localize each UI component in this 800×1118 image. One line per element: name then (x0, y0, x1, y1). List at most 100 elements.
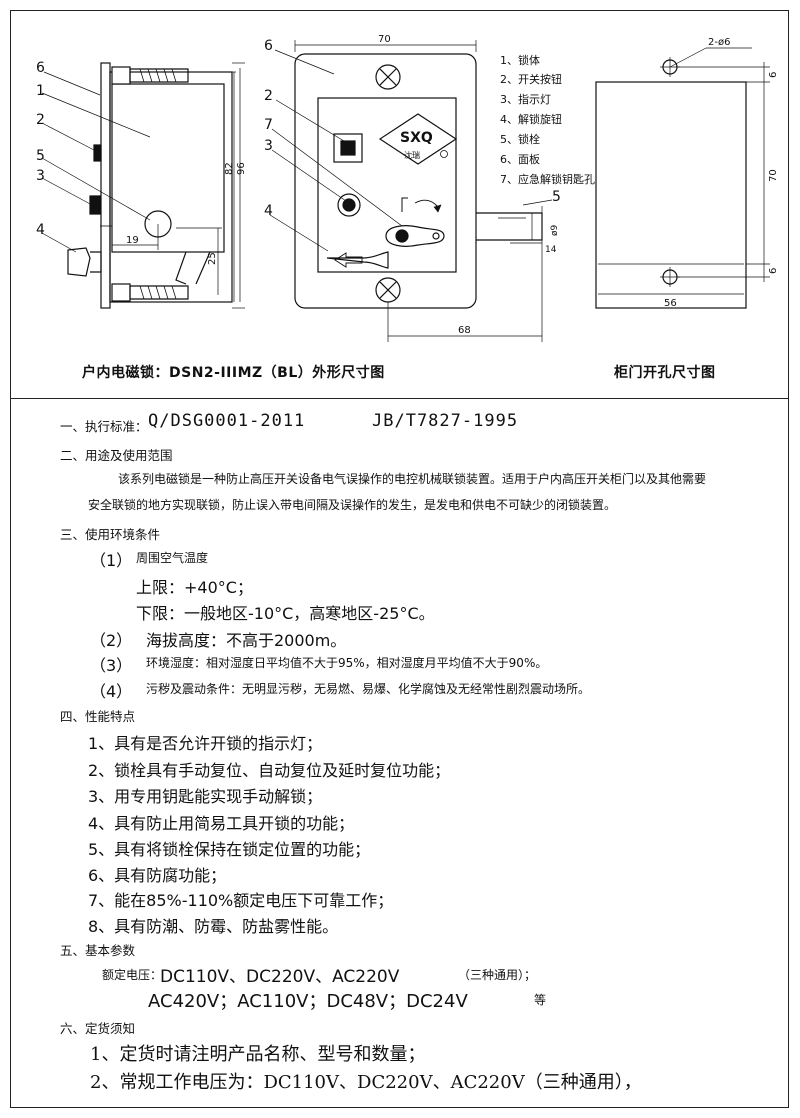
side-knob-shaft (90, 251, 102, 273)
front-dim-70: 70 (378, 34, 391, 45)
front-indicator (342, 198, 356, 212)
env-3-text: 环境湿度：相对湿度日平均值不大于95%，相对湿度月平均值不大于90%。 (146, 656, 548, 670)
logo-text: SXQ (400, 130, 433, 146)
logo-diamond (378, 113, 458, 165)
env-1-number: （1） (90, 551, 133, 570)
feature-item-8: 8、具有防潮、防霉、防盐雾性能。 (88, 917, 339, 936)
side-indicator (89, 195, 101, 215)
order-note-1: 1、定货时请注明产品名称、型号和数量； (90, 1044, 426, 1065)
legend-item-5: 5、锁栓 (500, 132, 540, 146)
section-2-paragraph-line-2: 安全联锁的地方实现联锁，防止误入带电间隔及误操作的发生，是发电和供电不可缺少的闭… (88, 498, 617, 512)
cutout-view (595, 47, 770, 309)
side-bracket (175, 251, 187, 285)
feature-item-5: 5、具有将锁栓保持在锁定位置的功能； (88, 840, 371, 859)
legend-item-3: 3、指示灯 (500, 92, 551, 106)
legend-item-4: 4、解锁旋钮 (500, 112, 562, 126)
side-panel-plate (100, 62, 111, 309)
front-dim-phi9: ø9 (550, 224, 560, 236)
section-3-label: 三、使用环境条件 (60, 527, 161, 542)
env-2-number: （2） (90, 631, 133, 650)
front-panel (294, 53, 477, 309)
section-2-label: 二、用途及使用范围 (60, 448, 173, 463)
front-callout-6: 6 (264, 38, 273, 54)
logo-subtext: 沈瑞 (404, 150, 420, 160)
side-bottom-screw-shaft (129, 285, 189, 300)
side-view (41, 62, 245, 309)
front-callout-7: 7 (264, 117, 273, 133)
front-callout-2: 2 (264, 88, 273, 104)
cutout-dim-6-bottom: 6 (768, 268, 779, 274)
front-indicator-ring (337, 193, 361, 217)
side-callout-3: 3 (36, 168, 45, 184)
front-arrow-icon (334, 252, 363, 268)
front-keyhole-plate (385, 225, 445, 247)
front-keyhole (395, 229, 409, 243)
side-bottom-screw-head (111, 283, 131, 302)
logo-registered-mark (440, 150, 448, 158)
section-divider (10, 398, 789, 399)
cutout-dim-56: 56 (664, 298, 677, 309)
env-4-number: （4） (90, 682, 133, 701)
feature-item-2: 2、锁栓具有手动复位、自动复位及延时复位功能； (88, 761, 451, 780)
side-callout-6: 6 (36, 60, 45, 76)
section-1-label: 一、执行标准： (60, 419, 148, 434)
caption-outline-drawing: 户内电磁锁：DSN2-IIIMZ（BL）外形尺寸图 (82, 365, 385, 381)
front-callout-3: 3 (264, 138, 273, 154)
side-knob (67, 247, 91, 277)
side-top-screw-head (111, 66, 131, 85)
env-2-text: 海拔高度：不高于2000m。 (146, 631, 347, 650)
cutout-hole-label: 2-ø6 (708, 37, 730, 48)
caption-cutout-drawing: 柜门开孔尺寸图 (614, 365, 716, 381)
side-lock-body (109, 71, 233, 303)
cutout-dim-70: 70 (768, 169, 779, 182)
side-switch-button (93, 144, 102, 162)
standard-jb-t: JB/T7827-1995 (372, 411, 519, 431)
front-switch-button (340, 140, 356, 156)
front-callout-4: 4 (264, 203, 273, 219)
side-callout-2: 2 (36, 112, 45, 128)
side-dim-19: 19 (126, 235, 139, 246)
rated-voltage-label: 额定电压： (102, 968, 163, 982)
side-callout-5: 5 (36, 148, 45, 164)
legend-item-7: 7、应急解锁钥匙孔 (500, 172, 595, 186)
feature-item-1: 1、具有是否允许开锁的指示灯； (88, 734, 323, 753)
env-3-number: （3） (90, 656, 133, 675)
technical-drawing: 6 1 2 5 3 4 19 25 82 96 6 2 7 3 4 5 70 6… (36, 34, 779, 342)
rated-voltage-line-2: AC420V；AC110V；DC48V；DC24V (148, 991, 468, 1012)
rated-voltage-note: （三种通用）； (458, 968, 537, 982)
feature-item-6: 6、具有防腐功能； (88, 866, 227, 885)
env-1-upper-limit: 上限：+40°C； (136, 578, 253, 597)
feature-item-4: 4、具有防止用简易工具开锁的功能； (88, 814, 355, 833)
feature-item-3: 3、用专用钥匙能实现手动解锁； (88, 787, 323, 806)
front-view (269, 40, 553, 342)
side-top-screw-shaft (129, 68, 189, 83)
cutout-outline (595, 81, 747, 309)
front-unlock-knob (326, 251, 389, 269)
rated-voltage-suffix: 等 (534, 993, 547, 1007)
side-inner-body (111, 83, 225, 253)
side-callout-1: 1 (36, 83, 45, 99)
section-2-paragraph-line-1: 该系列电磁锁是一种防止高压开关设备电气误操作的电控机械联锁装置。适用于户内高压开… (118, 472, 707, 486)
env-4-text: 污秽及震动条件：无明显污秽，无易燃、易爆、化学腐蚀及无经常性剧烈震动场所。 (146, 682, 591, 696)
section-4-label: 四、性能特点 (60, 709, 136, 724)
page-border (10, 10, 789, 1108)
rotate-arc (414, 199, 439, 208)
side-dim-96: 96 (236, 162, 247, 175)
cutout-dim-6-top: 6 (768, 72, 779, 78)
legend-item-1: 1、锁体 (500, 53, 540, 67)
side-dim-25: 25 (207, 252, 218, 265)
env-1-lower-limit: 下限：一般地区-10°C，高寒地区-25°C。 (136, 604, 435, 623)
side-dim-82: 82 (224, 162, 235, 175)
front-dim-68: 68 (458, 325, 471, 336)
front-keyhole-pin (432, 232, 440, 240)
front-lock-face (317, 97, 457, 273)
front-switch-button-frame (333, 133, 363, 163)
front-top-screw (375, 64, 401, 90)
front-callout-5: 5 (552, 189, 561, 205)
side-bracket-2 (195, 251, 211, 285)
env-1-text: 周围空气温度 (136, 551, 209, 565)
rated-voltage-line-1: DC110V、DC220V、AC220V (160, 967, 400, 987)
side-callout-4: 4 (36, 222, 45, 238)
legend-item-2: 2、开关按钮 (500, 72, 562, 86)
standard-q-dsg: Q/DSG0001-2011 (148, 411, 306, 431)
